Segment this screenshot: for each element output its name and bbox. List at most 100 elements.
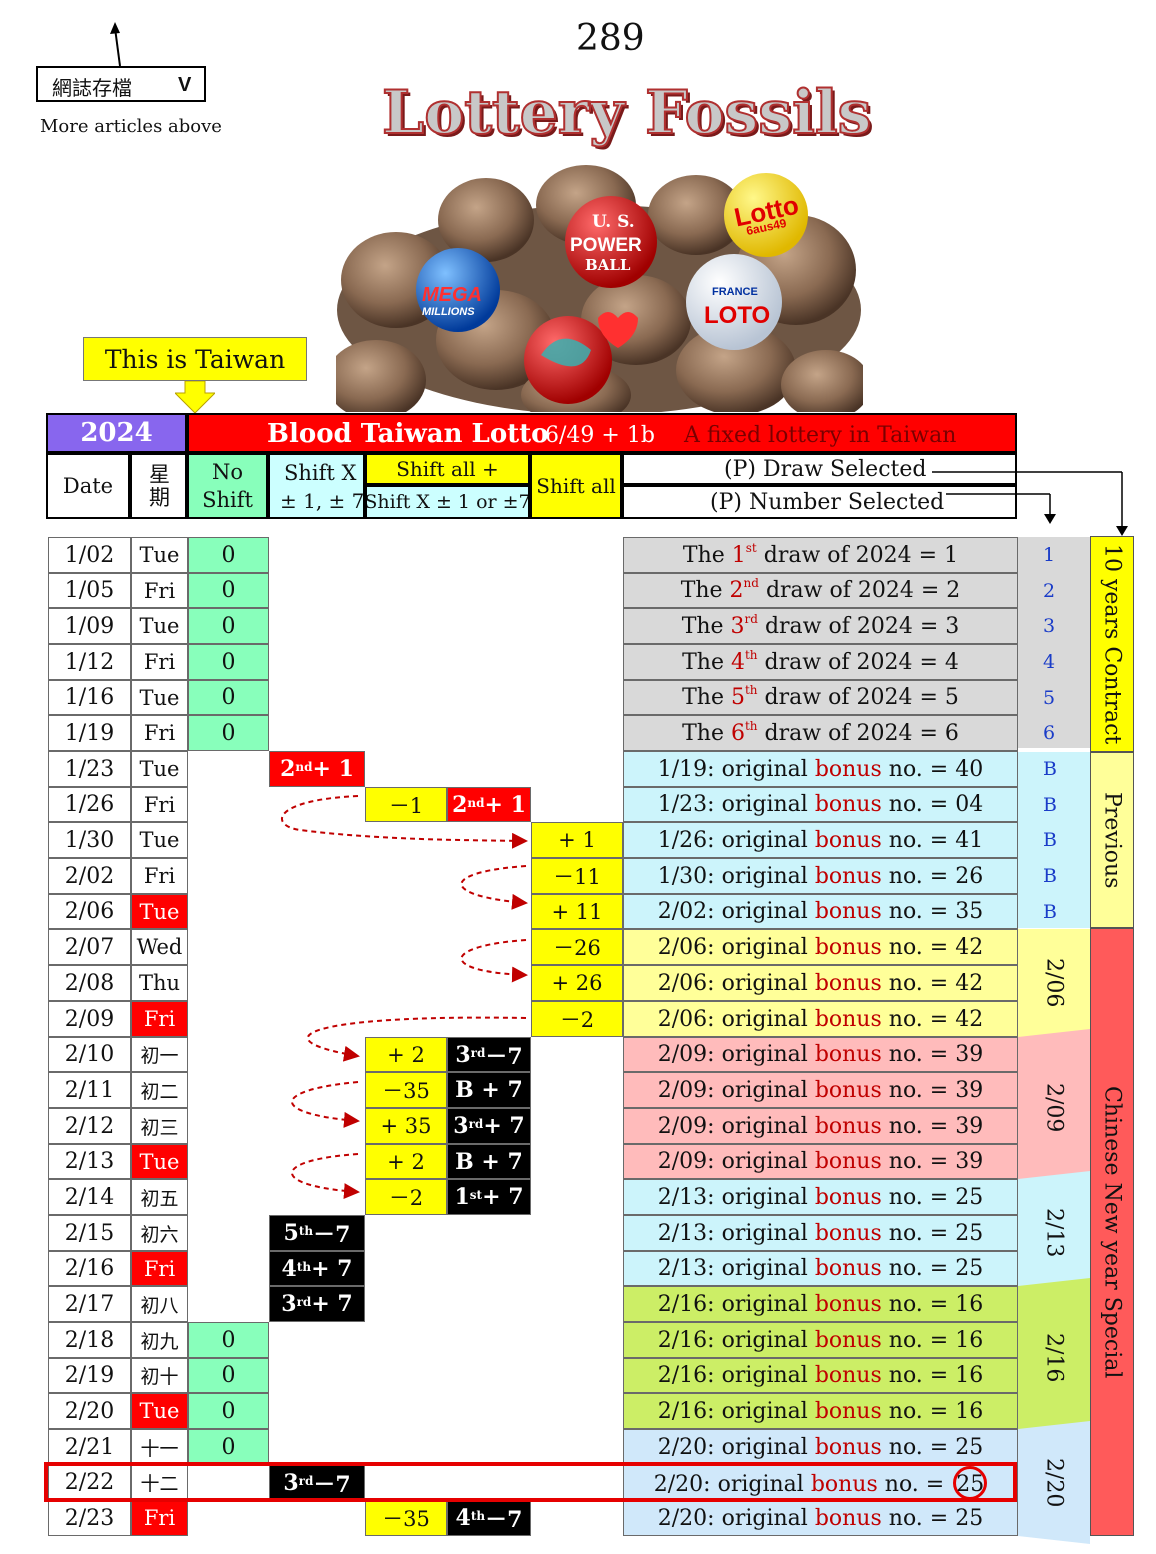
powerball-text-2: POWER	[570, 235, 642, 256]
date-cell: 1/12	[48, 644, 131, 680]
col-shiftall-plus-text: Shift all +	[396, 457, 499, 481]
weekday-cell: 初十	[131, 1358, 188, 1393]
info-text: 2/09: original bonus no. = 39	[657, 1149, 984, 1174]
info-text: 1/19: original bonus no. = 40	[657, 756, 984, 782]
highlight-row-2-22	[44, 1462, 1017, 1502]
info-text: The 3rd draw of 2024 = 3	[681, 611, 960, 639]
weekday-cell: 初一	[131, 1037, 188, 1072]
col-noshift-header: No Shift	[187, 453, 268, 519]
weekday-cell: Tue	[131, 751, 188, 787]
selected-number-cell: 2	[1043, 579, 1056, 602]
date-cell: 2/22	[48, 1465, 131, 1500]
weekday-cell: Fri	[131, 715, 188, 751]
info-cell: 2/06: original bonus no. = 42	[623, 965, 1018, 1001]
header-connector-arrows	[928, 460, 1138, 540]
info-cell: 2/09: original bonus no. = 39	[623, 1108, 1018, 1144]
archive-arrow	[100, 20, 130, 70]
info-text: 2/09: original bonus no. = 39	[657, 1113, 984, 1139]
info-text: 2/16: original bonus no. = 16	[657, 1291, 984, 1317]
col-shiftall-text: Shift all	[536, 474, 616, 498]
noshift-cell: 0	[188, 680, 269, 715]
selected-number-cell: 4	[1043, 651, 1056, 673]
weekday-cell: Tue	[131, 894, 188, 929]
weekday-cell: Fri	[131, 858, 188, 894]
col-number-selected-header: (P) Number Selected	[622, 485, 1017, 519]
col-shiftall-plus-sub: Shift X ± 1 or ±7	[365, 485, 530, 519]
info-text: 1/30: original bonus no. = 26	[657, 863, 984, 889]
date-cell: 2/12	[48, 1108, 131, 1144]
info-cell: 2/16: original bonus no. = 16	[623, 1286, 1018, 1322]
date-cell: 2/08	[48, 965, 131, 1001]
date-cell: 2/15	[48, 1215, 131, 1251]
archive-dropdown[interactable]: 網誌存檔 V	[36, 66, 206, 102]
weekday-cell: Fri	[131, 644, 188, 680]
date-cell: 2/09	[48, 1001, 131, 1037]
fossil-eggs-image: U. S. POWER BALL MEGA MILLIONS Lotto 6au…	[326, 160, 871, 425]
date-cell: 2/19	[48, 1358, 131, 1393]
noshift-cell: 0	[188, 1358, 269, 1393]
col-weekday-header: 星期	[130, 453, 187, 519]
weekday-cell: Tue	[131, 1144, 188, 1179]
info-text: The 2nd draw of 2024 = 2	[680, 576, 961, 603]
selected-number-cell: 1	[1043, 544, 1056, 566]
callout-text: This is Taiwan	[104, 344, 286, 374]
info-text: The 4th draw of 2024 = 4	[682, 647, 959, 675]
noshift-cell: 0	[188, 573, 269, 608]
info-text: 2/20: original bonus no. = 25	[654, 1466, 988, 1499]
france-text-2: LOTO	[704, 302, 771, 329]
number-selected-text: (P) Number Selected	[710, 490, 945, 515]
info-text: 2/20: original bonus no. = 25	[657, 1434, 984, 1460]
info-text: The 1st draw of 2024 = 1	[682, 540, 959, 568]
noshift-cell: 0	[188, 715, 269, 751]
side-cny: Chinese New year Special	[1090, 928, 1134, 1536]
info-cell: 2/09: original bonus no. = 39	[623, 1037, 1018, 1072]
date-cell: 2/14	[48, 1179, 131, 1215]
info-cell: 2/06: original bonus no. = 42	[623, 929, 1018, 965]
selected-number-cell: B	[1043, 900, 1057, 923]
date-cell: 2/07	[48, 929, 131, 965]
info-text: 2/09: original bonus no. = 39	[657, 1077, 984, 1103]
france-text-1: FRANCE	[712, 286, 758, 298]
callout-arrow	[173, 380, 217, 414]
date-cell: 2/17	[48, 1286, 131, 1322]
col-shiftall-header: Shift all	[530, 453, 622, 519]
info-cell: 2/20: original bonus no. = 25	[623, 1465, 1018, 1500]
shiftall-cell: －2	[531, 1001, 623, 1037]
weekday-cell: 初五	[131, 1179, 188, 1215]
weekday-cell: 初九	[131, 1322, 188, 1358]
group-label-text: 2/06	[1041, 958, 1067, 1008]
info-cell: The 2nd draw of 2024 = 2	[623, 573, 1018, 608]
header-lottery-name: Blood Taiwan Lotto 6/49 + 1b A fixed lot…	[187, 413, 1017, 453]
noshift-cell: 0	[188, 537, 269, 573]
callout-this-is-taiwan: This is Taiwan	[83, 337, 307, 381]
selected-number-cell: 6	[1043, 722, 1056, 744]
info-text: 1/23: original bonus no. = 04	[657, 792, 984, 817]
side-cny-text: Chinese New year Special	[1099, 1085, 1125, 1379]
weekday-cell: Wed	[131, 929, 188, 965]
shiftall-plus-a-cell: + 2	[365, 1037, 447, 1072]
date-cell: 2/06	[48, 894, 131, 929]
shiftall-cell: + 11	[531, 894, 623, 929]
info-text: The 5th draw of 2024 = 5	[682, 683, 959, 710]
group-label-text: 2/20	[1041, 1457, 1067, 1508]
weekday-cell: Fri	[131, 573, 188, 608]
info-text: The 6th draw of 2024 = 6	[682, 718, 959, 746]
side-previous: Previous	[1090, 752, 1134, 928]
lottery-desc: A fixed lottery in Taiwan	[684, 423, 957, 448]
group-label-text: 2/16	[1041, 1332, 1067, 1383]
shiftall-plus-a-cell: + 2	[365, 1144, 447, 1179]
info-cell: 2/20: original bonus no. = 25	[623, 1429, 1018, 1465]
shiftall-cell: －26	[531, 929, 623, 965]
shiftall-cell: －11	[531, 858, 623, 894]
col-draw-selected-header: (P) Draw Selected	[622, 453, 1017, 485]
group-label: 2/20	[1018, 1429, 1090, 1536]
weekday-cell: Thu	[131, 965, 188, 1001]
date-cell: 1/19	[48, 715, 131, 751]
info-cell: 2/16: original bonus no. = 16	[623, 1322, 1018, 1358]
date-cell: 2/10	[48, 1037, 131, 1072]
date-cell: 1/02	[48, 537, 131, 573]
